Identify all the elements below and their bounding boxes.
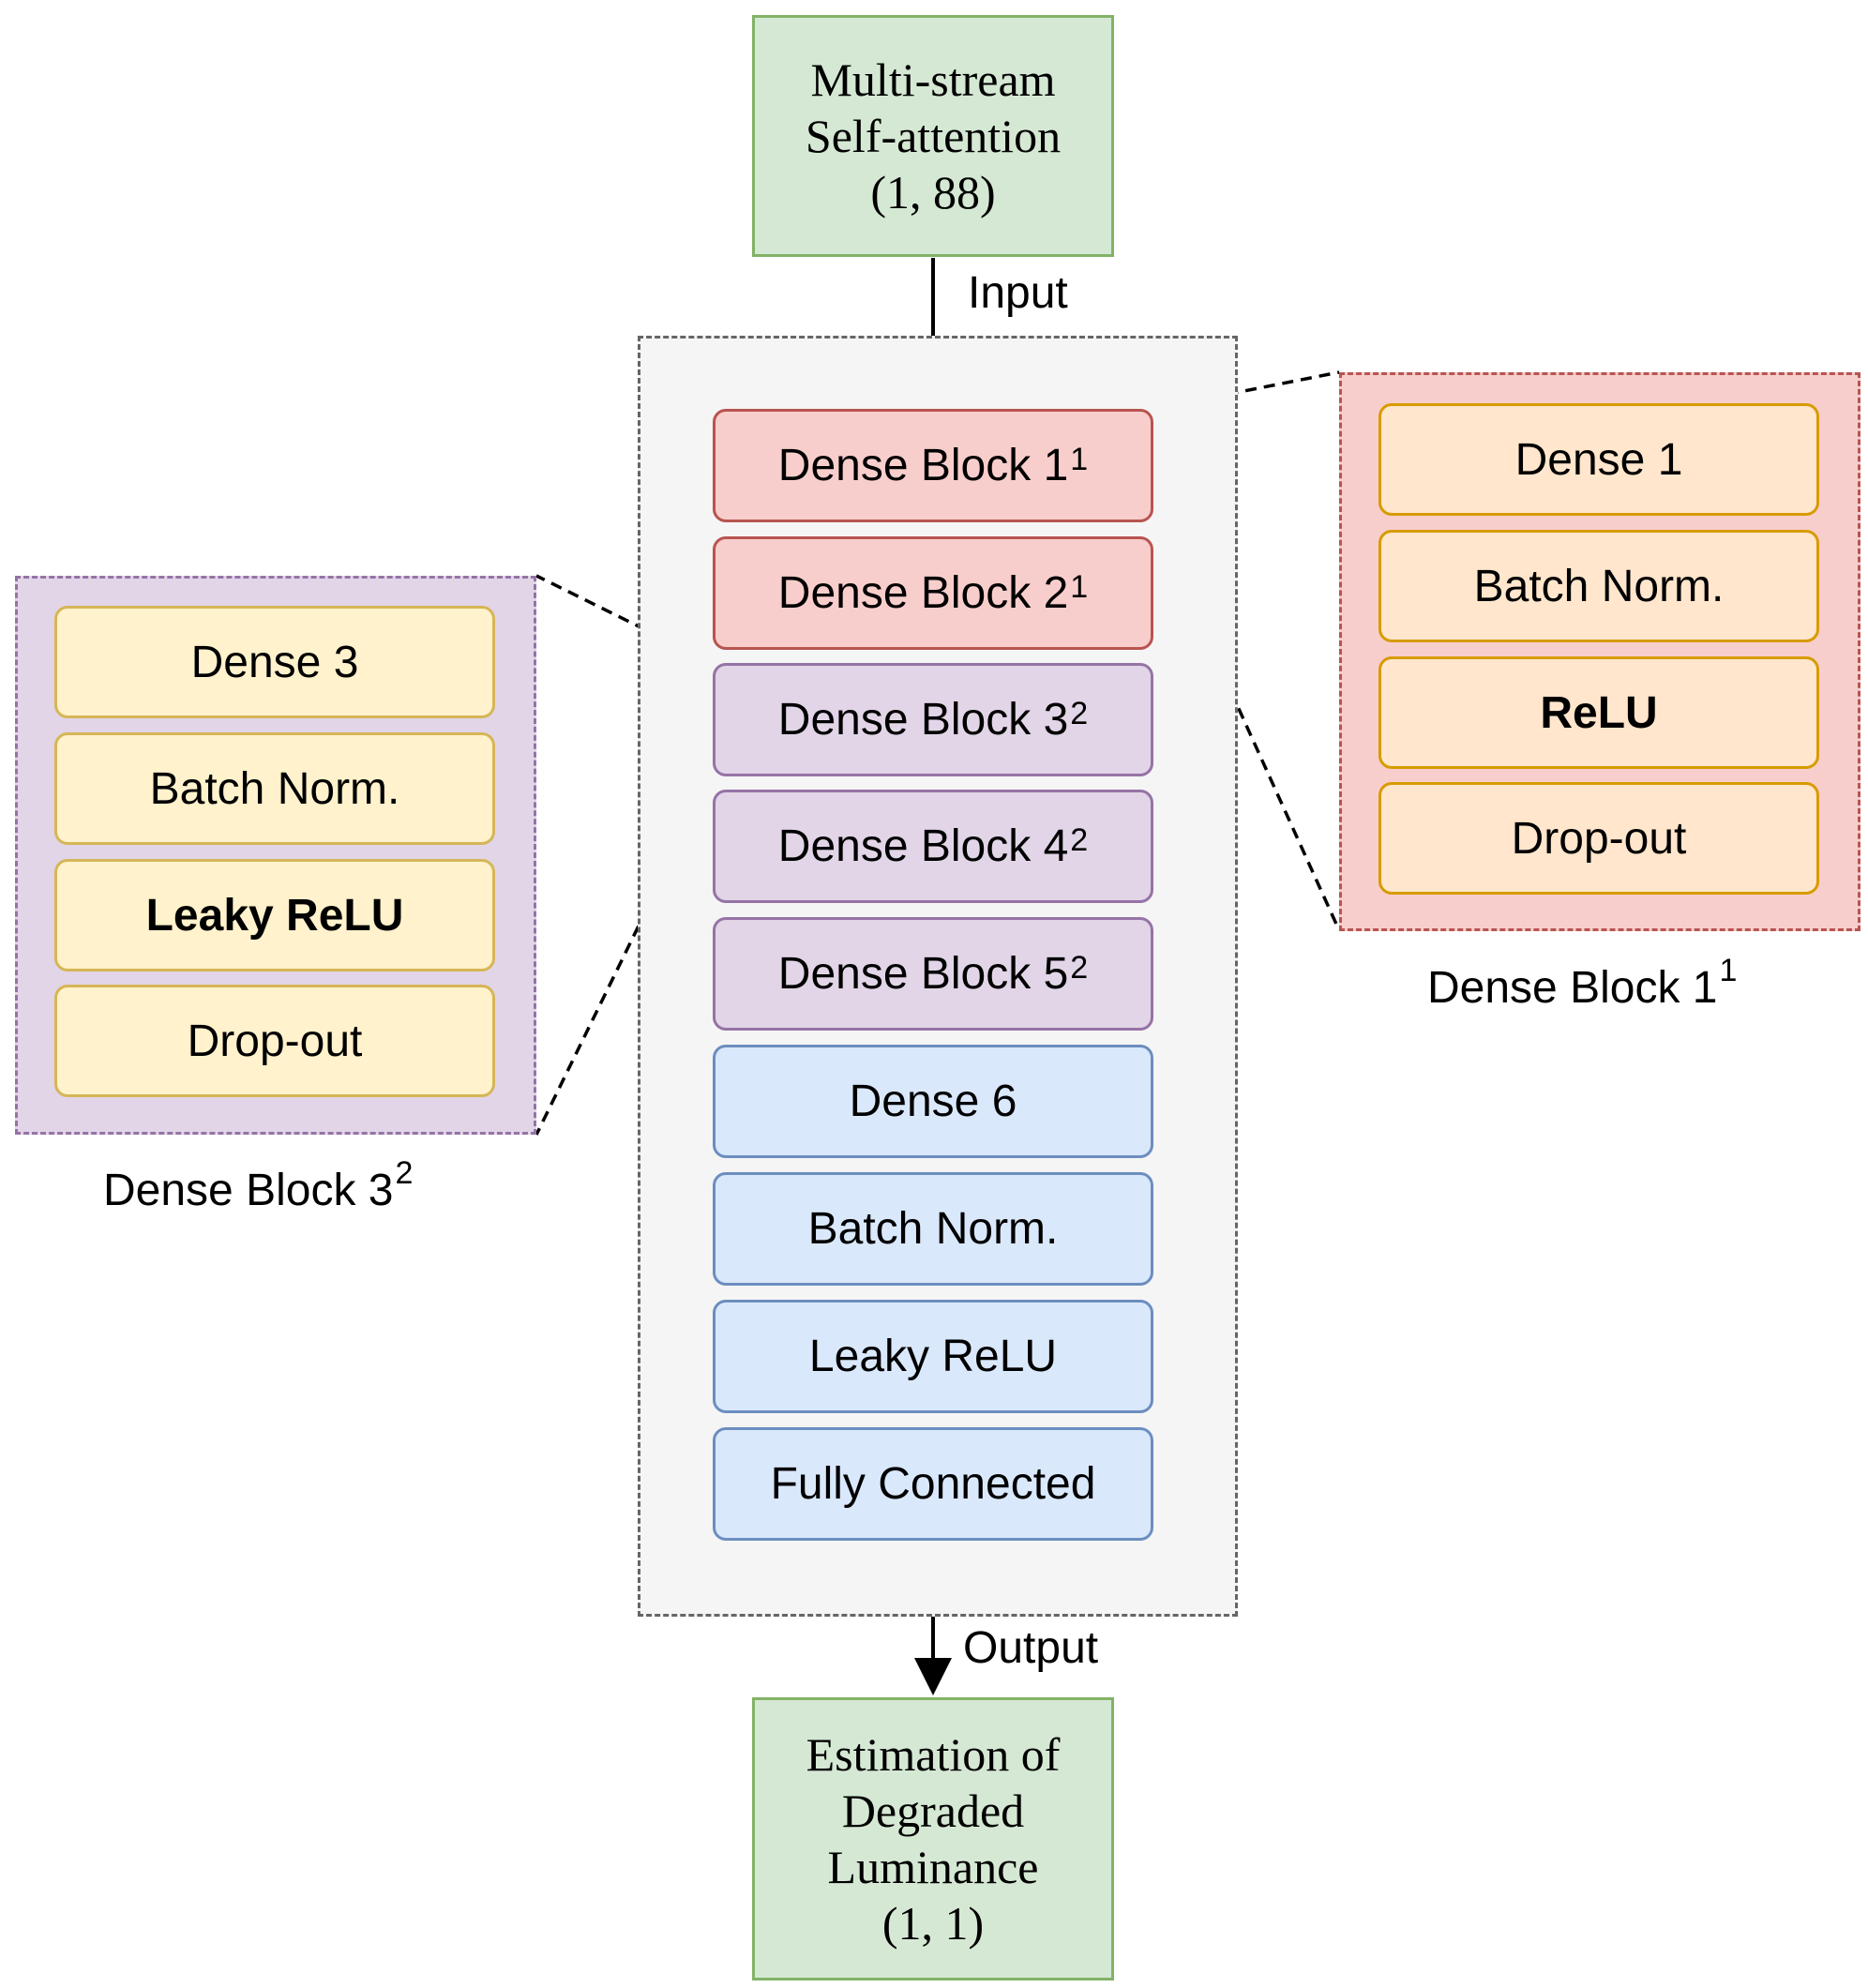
detail-dropout-3: Drop-out <box>54 985 495 1097</box>
input-node-line-1: Multi-stream <box>810 53 1056 106</box>
dense-block-2-label: Dense Block 2 <box>777 568 1069 618</box>
input-node: Multi-stream Self-attention (1, 88) <box>752 15 1114 257</box>
dense-block-1-detail-caption-text: Dense Block 1 <box>1427 963 1718 1013</box>
output-node-line-1: Estimation of <box>806 1728 1061 1781</box>
input-edge-label: Input <box>968 268 1068 318</box>
dense-block-3-label: Dense Block 3 <box>777 695 1069 745</box>
input-node-line-3: (1, 88) <box>870 166 996 218</box>
dense-block-1-detail-caption-sup: 1 <box>1719 953 1738 988</box>
dense-block-1-detail-caption: Dense Block 11 <box>1427 953 1737 1014</box>
detail-dense-3: Dense 3 <box>54 606 495 718</box>
zoom-line-right-top <box>1152 370 1340 411</box>
detail-batch-norm-1: Batch Norm. <box>1378 530 1819 642</box>
dense-6-layer: Dense 6 <box>713 1045 1153 1158</box>
detail-relu: ReLU <box>1378 656 1819 769</box>
dense-block-1-label: Dense Block 1 <box>777 441 1069 490</box>
output-node-line-3: Luminance <box>827 1841 1039 1893</box>
dense-block-2-sup: 1 <box>1070 569 1089 605</box>
leaky-relu-layer: Leaky ReLU <box>713 1300 1153 1413</box>
dense-block-3-sup: 2 <box>1070 696 1089 731</box>
dense-block-5-sup: 2 <box>1070 950 1089 986</box>
input-node-line-2: Self-attention <box>805 110 1062 162</box>
dense-block-4-sup: 2 <box>1070 822 1089 858</box>
batch-norm-layer: Batch Norm. <box>713 1172 1153 1286</box>
output-edge-label: Output <box>963 1623 1099 1673</box>
output-node-line-2: Degraded <box>841 1785 1025 1837</box>
dense-block-1-sup: 1 <box>1070 442 1089 477</box>
dense-block-3-detail-caption: Dense Block 32 <box>103 1155 413 1216</box>
dense-block-5-label: Dense Block 5 <box>777 949 1069 999</box>
output-node-line-4: (1, 1) <box>881 1897 985 1950</box>
zoom-line-left-top <box>535 574 714 665</box>
dense-block-3-detail-caption-sup: 2 <box>395 1155 414 1191</box>
detail-leaky-relu: Leaky ReLU <box>54 859 495 971</box>
output-node: Estimation of Degraded Luminance (1, 1) <box>752 1697 1114 1980</box>
detail-dense-1: Dense 1 <box>1378 403 1819 516</box>
dense-block-4-label: Dense Block 4 <box>777 821 1069 871</box>
fully-connected-layer: Fully Connected <box>713 1427 1153 1541</box>
dense-block-3-detail-caption-text: Dense Block 3 <box>103 1166 394 1215</box>
detail-batch-norm-3: Batch Norm. <box>54 732 495 845</box>
detail-dropout-1: Drop-out <box>1378 782 1819 895</box>
